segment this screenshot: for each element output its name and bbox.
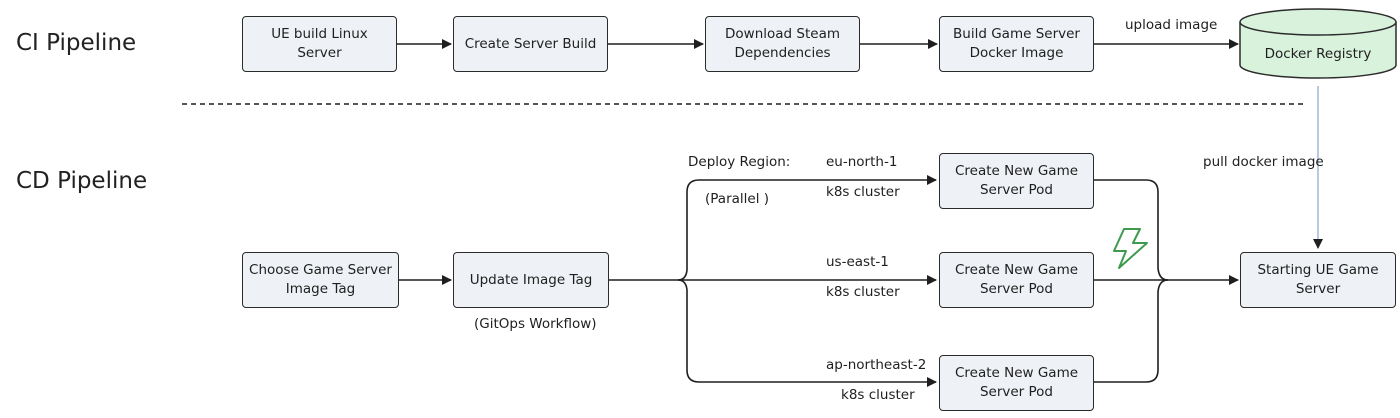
node-create-server-build[interactable]: Create Server Build <box>453 16 608 72</box>
node-starting-ue-game-server[interactable]: Starting UE Game Server <box>1240 252 1396 308</box>
label-region-eu-north-1: eu-north-1 <box>826 154 898 170</box>
node-create-pod-us-east-1[interactable]: Create New Game Server Pod <box>939 252 1094 308</box>
docker-registry-cylinder <box>1239 8 1397 79</box>
node-docker-registry-label[interactable]: Docker Registry <box>1264 46 1372 62</box>
label-deploy-region: Deploy Region: <box>688 154 791 170</box>
node-choose-game-server-image-tag[interactable]: Choose Game Server Image Tag <box>242 252 399 308</box>
lightning-bolt-icon <box>1113 228 1148 269</box>
fan-in-connector <box>1094 179 1239 383</box>
fan-out-connector <box>609 175 937 387</box>
label-region-ap-northeast-2: ap-northeast-2 <box>826 357 927 373</box>
node-download-steam-dependencies[interactable]: Download Steam Dependencies <box>705 16 860 72</box>
label-cluster-eu: k8s cluster <box>826 184 900 200</box>
label-cluster-us: k8s cluster <box>826 284 900 300</box>
label-cluster-ap: k8s cluster <box>841 387 915 403</box>
node-ue-build-linux-server[interactable]: UE build Linux Server <box>242 16 397 72</box>
node-build-game-server-docker-image[interactable]: Build Game Server Docker Image <box>939 16 1094 72</box>
label-gitops-workflow: (GitOps Workflow) <box>474 316 597 332</box>
label-parallel: (Parallel ) <box>705 191 770 207</box>
ci-pipeline-title: CI Pipeline <box>16 30 137 56</box>
node-create-pod-eu-north-1[interactable]: Create New Game Server Pod <box>939 153 1094 209</box>
node-update-image-tag[interactable]: Update Image Tag <box>453 252 609 308</box>
label-region-us-east-1: us-east-1 <box>826 254 889 270</box>
label-upload-image: upload image <box>1125 17 1218 33</box>
label-pull-docker-image: pull docker image <box>1203 154 1324 170</box>
cd-pipeline-title: CD Pipeline <box>16 168 148 194</box>
node-create-pod-ap-northeast-2[interactable]: Create New Game Server Pod <box>939 355 1094 411</box>
